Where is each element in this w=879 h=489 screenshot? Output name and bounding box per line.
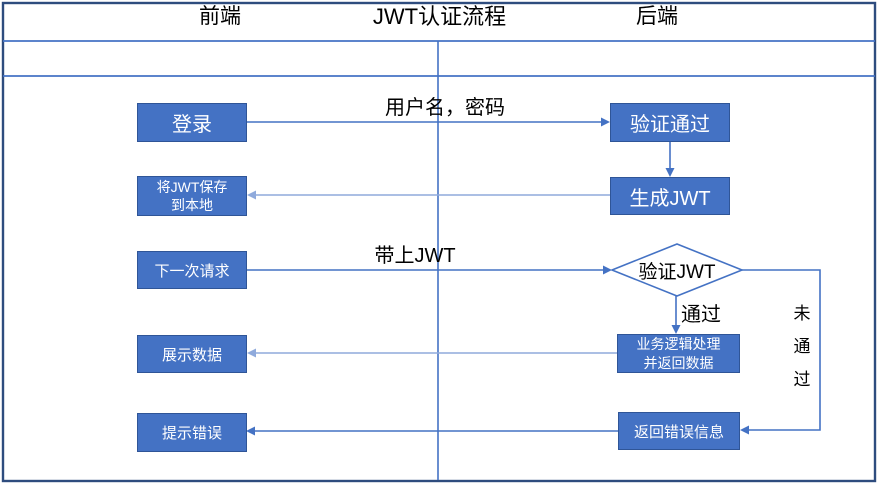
decision-diamond-shape <box>609 243 745 297</box>
edge-label-with-jwt: 带上JWT <box>374 244 456 267</box>
diagram-title: JWT认证流程 <box>372 4 507 29</box>
node-business-logic: 业务逻辑处理 并返回数据 <box>617 334 740 373</box>
arrowhead-left-icon <box>247 190 256 200</box>
edge-label-fail: 未通过 <box>793 304 811 389</box>
arrowhead-left-icon <box>246 426 255 436</box>
arrowhead-right-icon <box>601 117 610 127</box>
node-save-jwt-locally: 将JWT保存 到本地 <box>137 176 247 216</box>
arrowhead-left-icon <box>740 425 749 435</box>
node-verify-jwt-decision: 验证JWT <box>638 261 716 283</box>
arrowhead-left-icon <box>247 348 256 358</box>
arrowhead-right-icon <box>603 265 612 275</box>
edge-label-pass: 通过 <box>681 304 721 326</box>
node-next-request: 下一次请求 <box>137 251 247 289</box>
lane-header-backend: 后端 <box>636 5 678 28</box>
node-show-data: 展示数据 <box>137 335 247 373</box>
node-return-error: 返回错误信息 <box>618 412 740 450</box>
node-generate-jwt: 生成JWT <box>610 177 730 215</box>
arrowhead-down-icon <box>665 168 675 177</box>
node-error-prompt: 提示错误 <box>137 413 247 452</box>
connector-fail <box>742 269 821 431</box>
node-login: 登录 <box>137 103 247 142</box>
edge-label-credentials: 用户名，密码 <box>385 96 505 119</box>
arrowhead-down-icon <box>671 325 681 334</box>
lane-header-frontend: 前端 <box>199 5 241 28</box>
node-verify-pass: 验证通过 <box>610 103 730 142</box>
